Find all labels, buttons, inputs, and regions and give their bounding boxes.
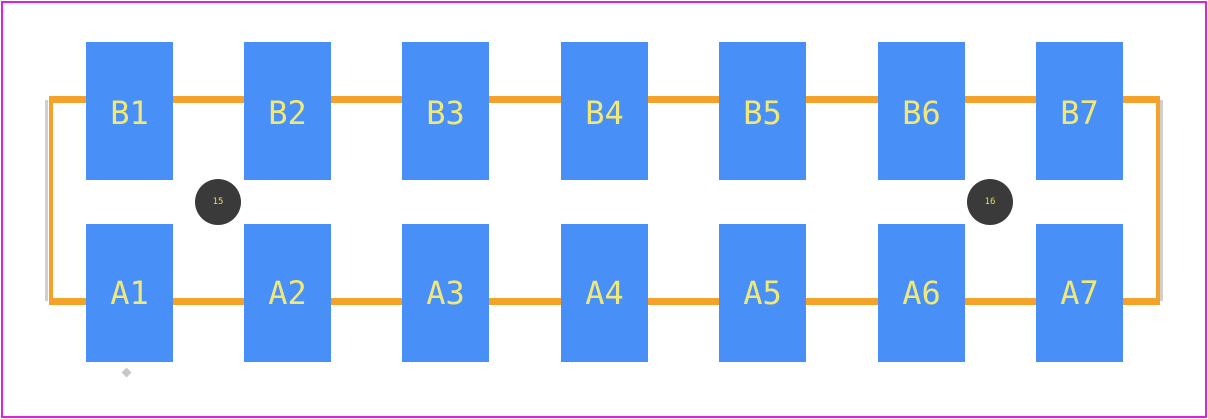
- via-15[interactable]: 15: [195, 179, 241, 225]
- left-edge-line: [45, 100, 48, 301]
- pad-b4[interactable]: B4: [561, 42, 648, 180]
- via-label: 15: [212, 196, 224, 207]
- pad-label: A4: [585, 274, 624, 312]
- pad-label: A1: [110, 274, 149, 312]
- pad-b7[interactable]: B7: [1036, 42, 1123, 180]
- pad-label: A6: [902, 274, 941, 312]
- pad-label: B3: [426, 94, 465, 132]
- pad-a7[interactable]: A7: [1036, 224, 1123, 362]
- pad-a2[interactable]: A2: [244, 224, 331, 362]
- pad-b6[interactable]: B6: [878, 42, 965, 180]
- pad-label: B6: [902, 94, 941, 132]
- pad-label: A3: [426, 274, 465, 312]
- pad-label: A7: [1060, 274, 1099, 312]
- pad-b2[interactable]: B2: [244, 42, 331, 180]
- pad-label: B1: [110, 94, 149, 132]
- right-trace: [1156, 96, 1160, 305]
- via-16[interactable]: 16: [967, 179, 1013, 225]
- pad-a3[interactable]: A3: [402, 224, 489, 362]
- pad-b3[interactable]: B3: [402, 42, 489, 180]
- pad-a6[interactable]: A6: [878, 224, 965, 362]
- pad-label: B7: [1060, 94, 1099, 132]
- pad-label: B4: [585, 94, 624, 132]
- left-trace: [49, 96, 53, 305]
- pad-b5[interactable]: B5: [719, 42, 806, 180]
- pad-label: B5: [743, 94, 782, 132]
- via-label: 16: [984, 196, 996, 207]
- pad-a5[interactable]: A5: [719, 224, 806, 362]
- pad-a4[interactable]: A4: [561, 224, 648, 362]
- pad-b1[interactable]: B1: [86, 42, 173, 180]
- pad-label: A5: [743, 274, 782, 312]
- right-edge-line: [1160, 100, 1163, 301]
- pad-label: A2: [268, 274, 307, 312]
- pad-label: B2: [268, 94, 307, 132]
- pad-a1[interactable]: A1: [86, 224, 173, 362]
